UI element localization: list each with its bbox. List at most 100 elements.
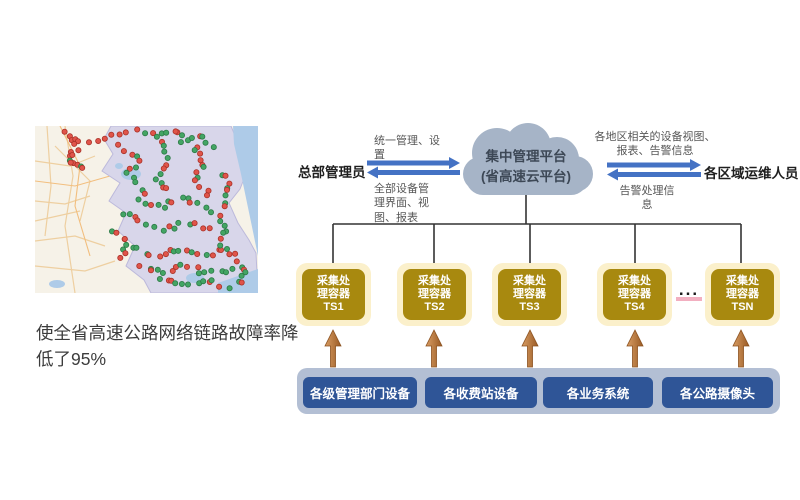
ts-container-3: 采集处理容器 TS3 xyxy=(492,263,567,326)
ok-marker xyxy=(200,163,207,170)
device-ui-views-note: 全部设备管理界面、视图、报表 xyxy=(374,183,429,224)
fault-marker xyxy=(193,169,200,176)
ts-container-4: 采集处理容器 TS4 xyxy=(597,263,672,326)
tree-connectors xyxy=(332,193,742,263)
device-box-management: 各级管理部门设备 xyxy=(303,377,417,408)
fault-marker xyxy=(108,131,115,138)
fault-marker xyxy=(226,251,233,258)
fault-marker xyxy=(232,250,239,257)
ts-container-n-id: TSN xyxy=(731,301,754,314)
cloud-platform-subtitle: (省高速云平台) xyxy=(481,168,571,184)
ok-marker xyxy=(156,275,163,282)
ts-container-3-inner: 采集处理容器 TS3 xyxy=(498,269,561,320)
map-lake-4 xyxy=(115,163,123,169)
ts-container-2-label: 采集处理容器 xyxy=(418,274,451,300)
fault-marker xyxy=(134,217,141,224)
result-caption: 使全省高速公路网络链路故障率降低了95% xyxy=(36,323,299,370)
ts-container-3-label: 采集处理容器 xyxy=(513,274,546,300)
ok-marker xyxy=(203,204,210,211)
ok-marker xyxy=(175,247,182,254)
fault-marker xyxy=(145,252,152,259)
device-box-business: 各业务系统 xyxy=(543,377,653,408)
ok-marker xyxy=(161,148,168,155)
map-svg xyxy=(35,126,258,293)
fault-marker xyxy=(117,254,124,261)
ok-marker xyxy=(226,285,233,292)
ts-container-2: 采集处理容器 TS2 xyxy=(397,263,472,326)
ok-marker xyxy=(133,244,140,251)
map-markers xyxy=(61,126,249,292)
ok-marker xyxy=(157,171,164,178)
ok-marker xyxy=(220,229,227,236)
ok-marker xyxy=(151,223,158,230)
ok-marker xyxy=(177,139,184,146)
ok-marker xyxy=(208,277,215,284)
fault-marker xyxy=(69,151,76,158)
fault-marker xyxy=(61,128,68,135)
ts-container-n-inner: 采集处理容器 TSN xyxy=(711,269,774,320)
fault-marker xyxy=(120,148,127,155)
fault-marker xyxy=(116,131,123,138)
fault-marker xyxy=(183,263,190,270)
left-flow-arrows xyxy=(367,157,460,179)
ok-marker xyxy=(210,144,217,151)
ok-marker xyxy=(123,241,130,248)
ok-marker xyxy=(207,209,214,216)
ok-marker xyxy=(221,222,228,229)
fault-marker xyxy=(216,283,223,290)
ok-marker xyxy=(208,267,215,274)
ok-marker xyxy=(153,133,160,140)
province-map-image xyxy=(35,126,258,293)
fault-marker xyxy=(209,252,216,259)
ok-marker xyxy=(160,227,167,234)
ok-marker xyxy=(123,169,130,176)
upload-arrows xyxy=(324,329,750,368)
ok-marker xyxy=(217,242,224,249)
device-box-cameras: 各公路摄像头 xyxy=(662,377,773,408)
fault-marker xyxy=(121,236,128,243)
fault-marker xyxy=(196,184,203,191)
ts-container-4-inner: 采集处理容器 TS4 xyxy=(603,269,666,320)
ok-marker xyxy=(222,269,229,276)
ok-marker xyxy=(132,179,139,186)
fault-marker xyxy=(136,262,143,269)
fault-marker xyxy=(221,203,228,210)
ellipsis-dots: ... xyxy=(676,281,702,301)
ok-marker xyxy=(217,218,224,225)
ok-marker xyxy=(202,139,209,146)
ok-marker xyxy=(177,261,184,268)
ok-marker xyxy=(155,201,162,208)
ts-container-1: 采集处理容器 TS1 xyxy=(296,263,371,326)
ts-container-1-label: 采集处理容器 xyxy=(317,274,350,300)
fault-marker xyxy=(238,279,245,286)
fault-marker xyxy=(101,135,108,142)
ts-container-4-label: 采集处理容器 xyxy=(618,274,651,300)
ok-marker xyxy=(223,246,230,253)
fault-marker xyxy=(168,199,175,206)
ok-marker xyxy=(159,269,166,276)
fault-marker xyxy=(122,129,129,136)
ok-marker xyxy=(188,249,195,256)
map-sea xyxy=(233,126,258,256)
ok-marker xyxy=(171,225,178,232)
fault-marker xyxy=(148,267,155,274)
fault-marker xyxy=(191,177,198,184)
fault-marker xyxy=(169,267,176,274)
ok-marker xyxy=(152,176,159,183)
ok-marker xyxy=(162,204,169,211)
fault-marker xyxy=(126,165,133,172)
ok-marker xyxy=(201,269,208,276)
fault-marker xyxy=(222,172,229,179)
fault-marker xyxy=(206,225,213,232)
fault-marker xyxy=(197,150,204,157)
fault-marker xyxy=(113,229,120,236)
ts-container-n-label: 采集处理容器 xyxy=(726,274,759,300)
ts-container-1-id: TS1 xyxy=(323,301,344,314)
unified-management-note: 统一管理、设置 xyxy=(374,135,440,162)
cloud-platform-title: 集中管理平台 xyxy=(485,149,567,164)
fault-marker xyxy=(172,128,179,135)
fault-marker xyxy=(194,251,201,258)
ok-marker xyxy=(142,130,149,137)
fault-marker xyxy=(203,192,210,199)
ok-marker xyxy=(126,211,133,218)
